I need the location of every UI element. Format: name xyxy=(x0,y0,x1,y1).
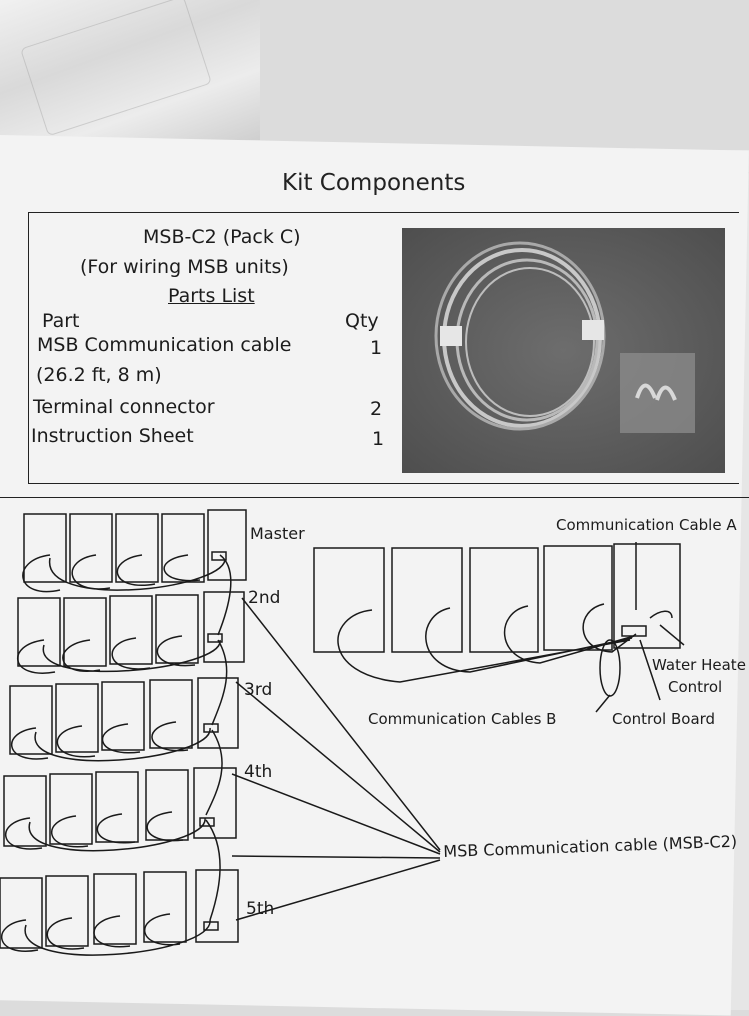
coiled-cable-image xyxy=(434,241,695,433)
row-3rd-units xyxy=(9,677,239,755)
kit-box xyxy=(28,212,739,484)
label-comm-cables-b: Communication Cables B xyxy=(368,710,557,728)
right-units xyxy=(313,543,681,653)
label-water-heater: Water Heate xyxy=(652,656,746,674)
wiring-diagram xyxy=(0,509,685,956)
kit-purpose: (For wiring MSB units) xyxy=(80,256,289,278)
row-label-2nd: 2nd xyxy=(248,588,281,608)
section-divider xyxy=(0,497,749,498)
row-2nd-units xyxy=(17,591,245,667)
row-5th-units xyxy=(0,869,239,949)
part-name-2: Terminal connector xyxy=(33,396,215,418)
plastic-bag xyxy=(0,0,260,140)
part-qty-1: 1 xyxy=(370,337,383,359)
row-label-3rd: 3rd xyxy=(244,680,273,700)
col-part: Part xyxy=(42,310,80,332)
part-detail-1: (26.2 ft, 8 m) xyxy=(36,364,162,386)
part-qty-3: 1 xyxy=(372,428,385,450)
row-4th-units xyxy=(3,767,237,847)
parts-list-heading: Parts List xyxy=(168,285,255,307)
row-label-5th: 5th xyxy=(246,899,275,919)
label-comm-cable-a: Communication Cable A xyxy=(556,516,737,534)
row-label-4th: 4th xyxy=(244,762,273,782)
part-name-1: MSB Communication cable xyxy=(37,334,292,356)
part-name-3: Instruction Sheet xyxy=(31,425,194,447)
kit-model: MSB-C2 (Pack C) xyxy=(143,226,301,248)
label-control: Control xyxy=(668,678,723,696)
col-qty: Qty xyxy=(345,310,379,332)
row-label-master: Master xyxy=(250,524,305,543)
row-master-units xyxy=(23,509,247,583)
label-control-board: Control Board xyxy=(612,710,716,728)
cable-photo xyxy=(402,228,725,473)
bag-fold xyxy=(19,0,213,137)
part-qty-2: 2 xyxy=(370,398,383,420)
page-title: Kit Components xyxy=(282,170,466,196)
